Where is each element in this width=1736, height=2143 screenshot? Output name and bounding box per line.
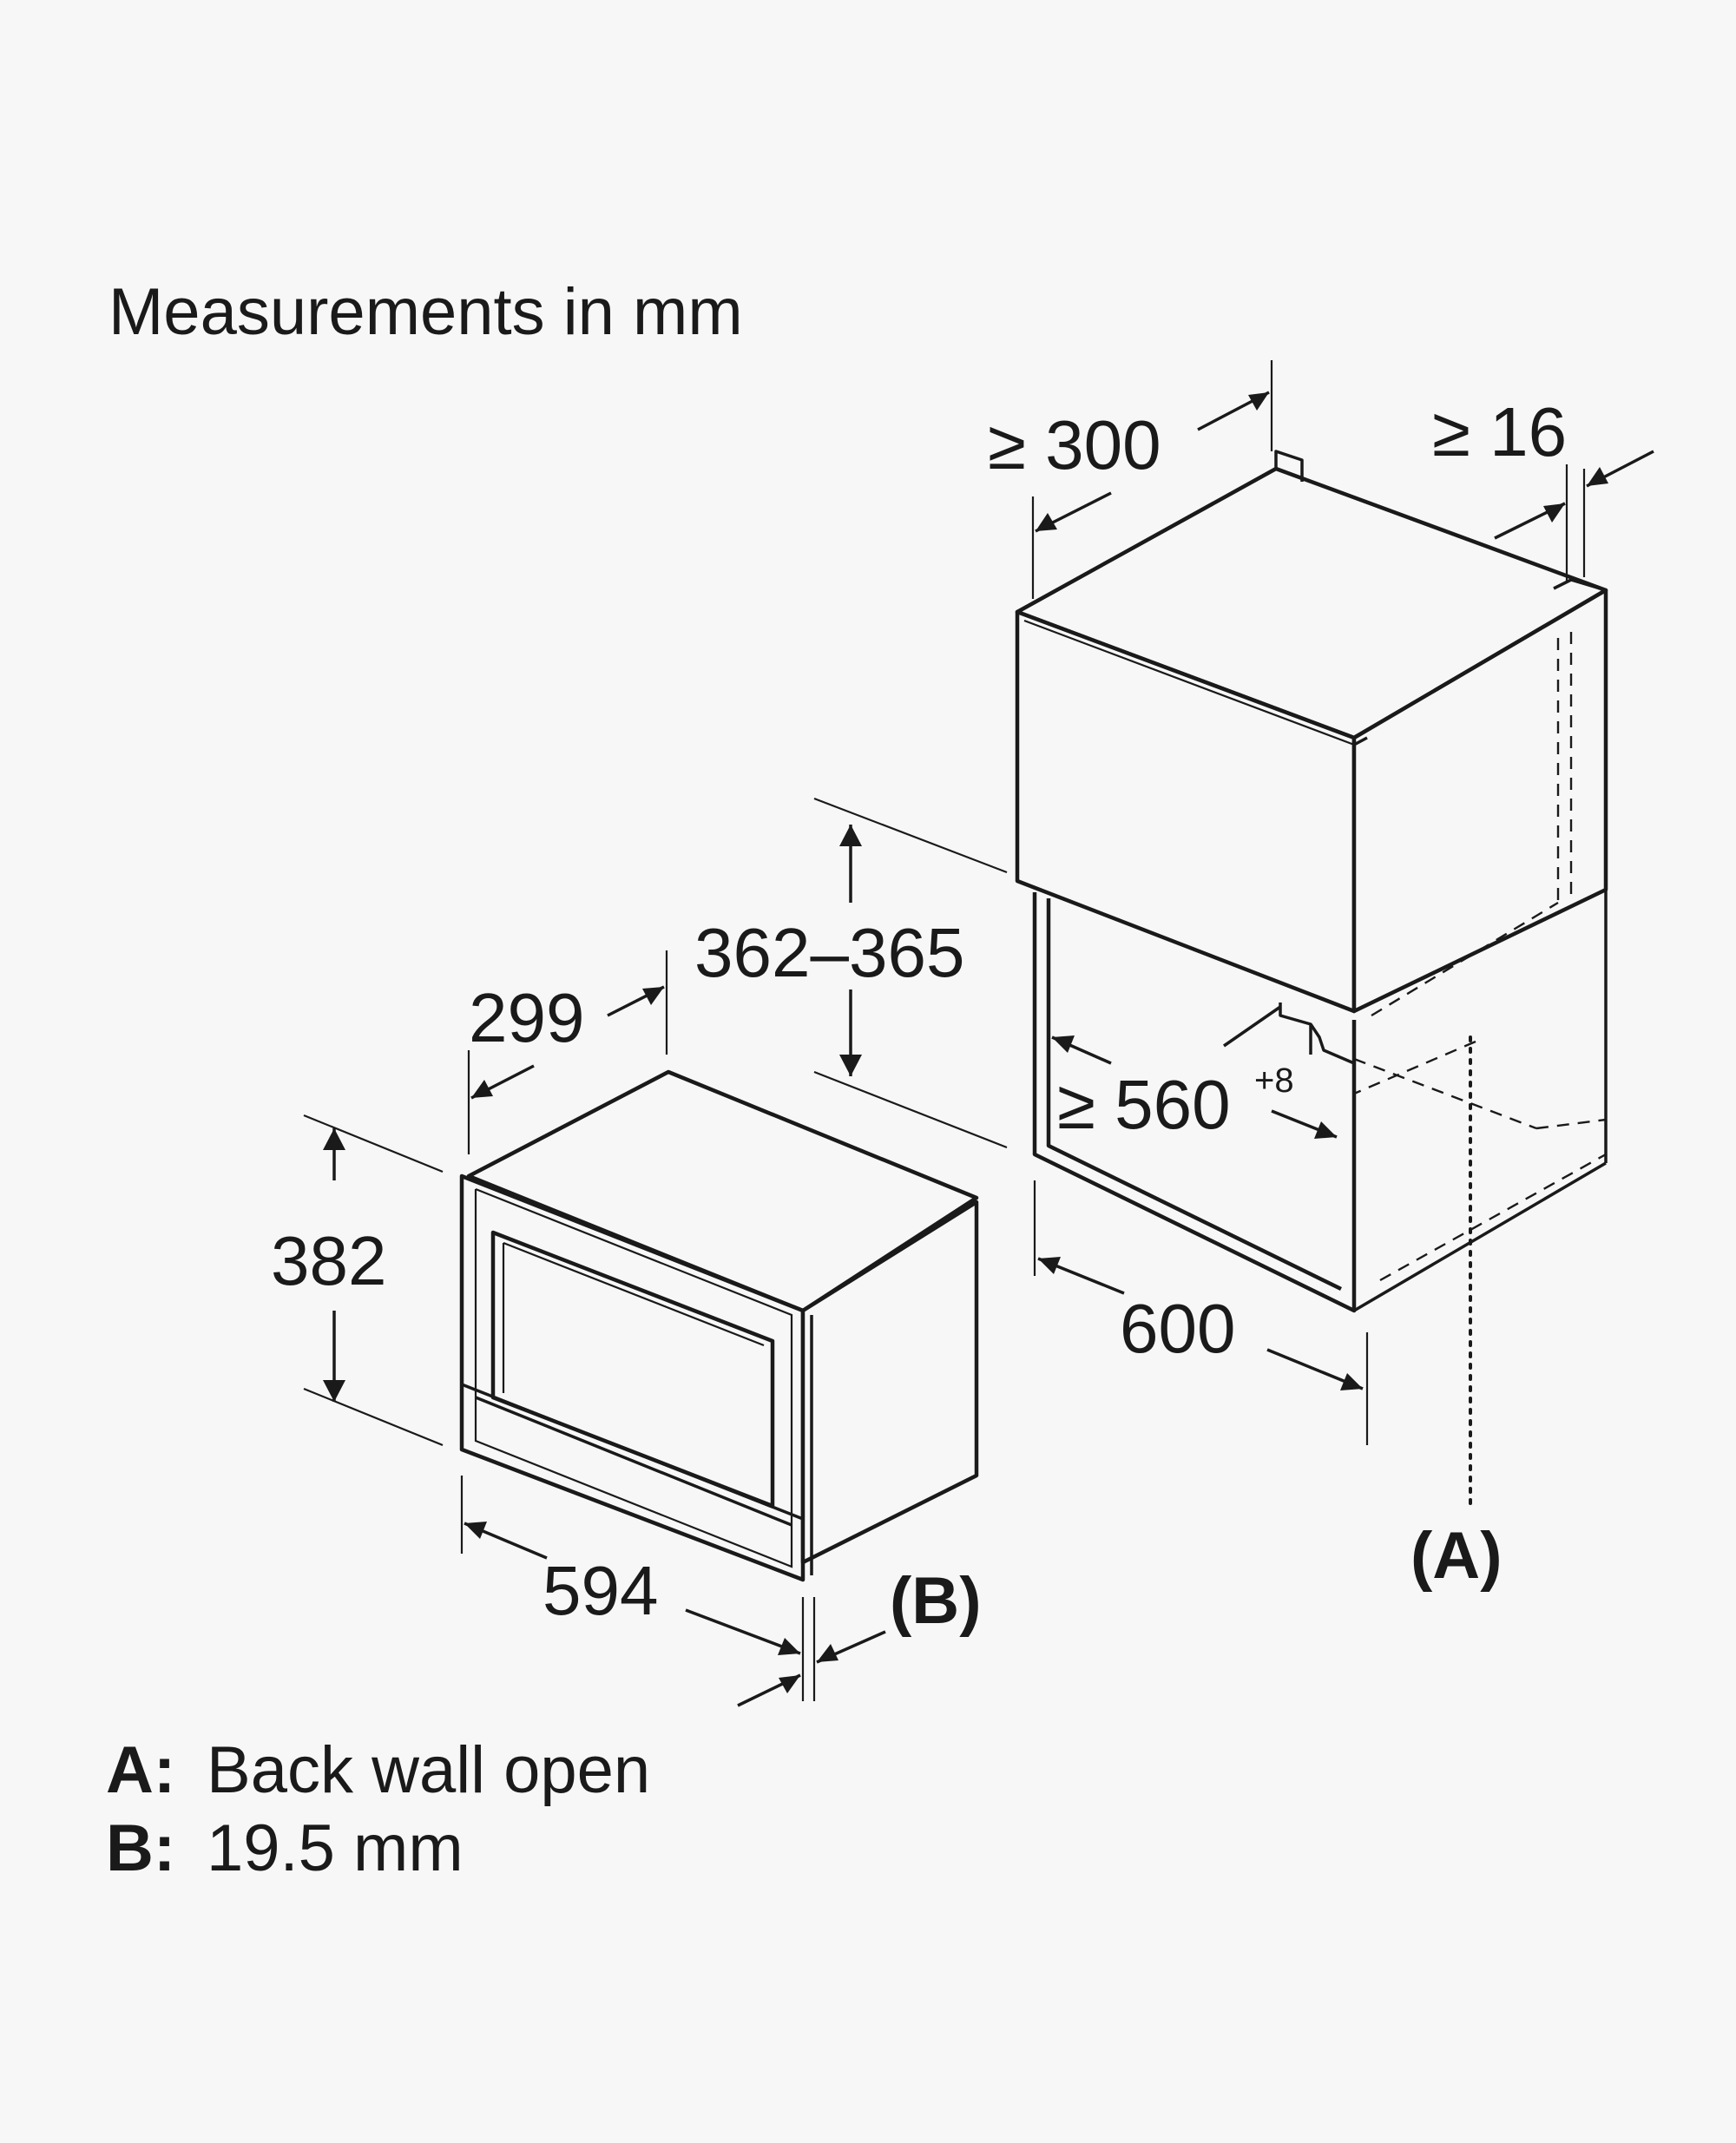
legend: A: Back wall open B: 19.5 mm (106, 1733, 650, 1885)
ref-b-label: (B) (890, 1564, 982, 1638)
dim-appliance-depth: 299 (469, 979, 584, 1056)
dim-gap-top: ≥ 300 (988, 406, 1161, 483)
legend-key-a: A: (106, 1733, 175, 1807)
cabinet-drawing (1015, 450, 1608, 1508)
page-title: Measurements in mm (108, 275, 743, 349)
appliance-drawing (459, 1069, 979, 1582)
dim-niche-width: ≥ 560 (1057, 1066, 1231, 1143)
dim-niche-height: 362–365 (694, 914, 964, 991)
dim-appliance-height: 382 (271, 1222, 386, 1299)
legend-key-b: B: (106, 1811, 175, 1885)
dim-cabinet-width: 600 (1120, 1290, 1235, 1367)
dim-gap-side: ≥ 16 (1432, 393, 1567, 470)
legend-text-a: Back wall open (207, 1733, 650, 1807)
ref-a-label: (A) (1410, 1519, 1503, 1593)
legend-text-b: 19.5 mm (207, 1811, 464, 1885)
dimension-lines (303, 360, 1654, 1707)
dim-appliance-width: 594 (542, 1552, 658, 1629)
dim-niche-width-tolerance: +8 (1254, 1062, 1294, 1100)
